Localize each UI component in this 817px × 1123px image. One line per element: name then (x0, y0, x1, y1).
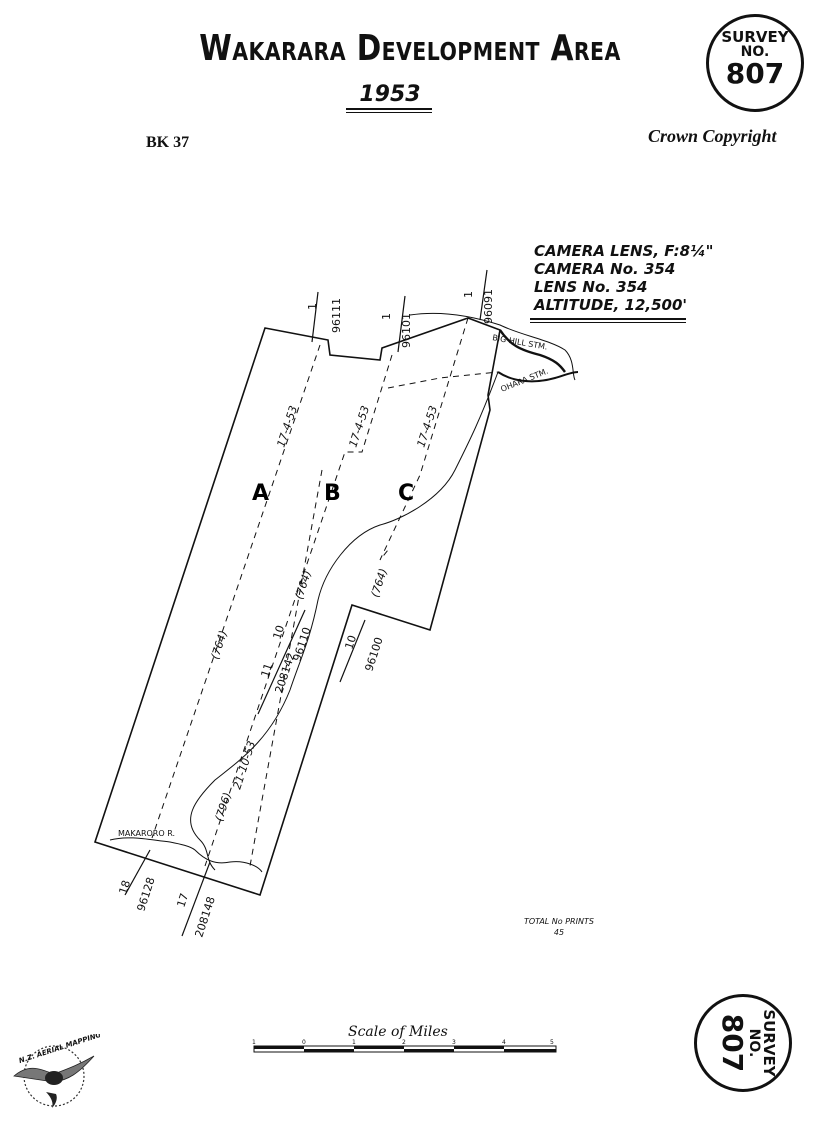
mid-tick-1 (257, 609, 306, 715)
strip-b-line (204, 354, 393, 867)
year-underline (346, 108, 432, 110)
river-makaroro (109, 837, 263, 873)
photo-ref-bot-2-b: 208148 (192, 895, 217, 939)
year-underline-thin (346, 112, 432, 113)
total-prints-value: 45 (553, 928, 565, 937)
photo-ref-bot-2-a: 17 (174, 892, 191, 909)
bot-tick-1 (124, 849, 151, 896)
river-big-hill (409, 312, 576, 381)
logo-wing-icon (13, 1055, 95, 1083)
strip-label-a: A (252, 481, 269, 506)
map-year: 1953 (359, 82, 421, 107)
strip-b2-date: 21-10-53 (230, 739, 258, 791)
book-reference: BK 37 (146, 134, 190, 151)
scale-bar-seg-5 (454, 1046, 504, 1049)
mid-tick-2 (339, 619, 366, 683)
strip-a-count: (764) (208, 629, 230, 661)
photo-ref-top-3-b: 96091 (482, 289, 495, 324)
photo-ref-bot-1-b: 96128 (134, 876, 157, 913)
camera-underline (530, 318, 686, 320)
scale-bar: 1 0 1 2 3 4 5 (252, 1039, 557, 1053)
seal-line1: SURVEY (721, 28, 789, 46)
scale-tick: 3 (452, 1039, 456, 1046)
logo-camera-icon (45, 1071, 63, 1085)
scale-tick: 5 (550, 1039, 554, 1046)
strip-a-date: 17-4-53 (274, 404, 300, 449)
photo-ref-bot-1-a: 18 (116, 879, 133, 896)
river-big-hill-shore (499, 329, 566, 373)
copyright-notice: Crown Copyright (648, 126, 777, 146)
scale-bar-seg-4 (404, 1049, 454, 1052)
bot-tick-2 (181, 861, 211, 937)
total-prints-label: TOTAL No PRINTS (524, 917, 594, 926)
photo-ref-mid-2-a: 11 (258, 662, 275, 679)
camera-info: CAMERA LENS, F:8¼" CAMERA No. 354 LENS N… (534, 242, 713, 314)
strip-b2-count: (796) (212, 791, 234, 823)
strip-link (387, 371, 499, 389)
strip-b2-line (249, 469, 323, 867)
scale-tick: 4 (502, 1039, 506, 1046)
photo-ref-top-1-b: 96111 (330, 298, 343, 333)
lens-number: LENS No. 354 (534, 278, 648, 296)
strip-label-c: C (398, 481, 414, 506)
altitude: ALTITUDE, 12,500' (534, 296, 688, 314)
scale-bar-seg-6 (504, 1049, 556, 1052)
camera-lens: CAMERA LENS, F:8¼" (534, 242, 714, 260)
strip-c-count: (764) (368, 567, 390, 599)
scale-bar-seg-3 (354, 1046, 404, 1049)
river-ohara-mouth (497, 371, 579, 383)
scale-bar-seg-2 (304, 1049, 354, 1052)
photo-ref-top-1-a: 1 (306, 303, 319, 310)
strip-label-b: B (324, 481, 341, 506)
top-tick-3 (479, 269, 488, 321)
seal-line2: NO. (740, 44, 770, 60)
photo-ref-top-2-b: 96101 (400, 313, 413, 348)
seal-number: 807 (725, 57, 785, 90)
photo-ref-top-3-a: 1 (462, 291, 475, 298)
scale-tick: 1 (352, 1039, 356, 1046)
scale-tick: 1 (252, 1039, 256, 1046)
camera-underline-thin (530, 322, 686, 323)
scale-tick: 0 (302, 1039, 306, 1046)
top-tick-2 (397, 295, 406, 353)
strip-b-count: (764) (292, 569, 314, 601)
photo-ref-mid-3-b: 96100 (362, 636, 385, 673)
photo-ref-mid-1-a: 10 (270, 624, 287, 641)
river-label-makaroro: MAKARORO R. (118, 829, 175, 838)
scale-title: Scale of Miles (348, 1024, 448, 1040)
strip-a-line (151, 344, 321, 839)
photo-ref-mid-3-a: 10 (342, 634, 359, 651)
strip-b-date: 17-4-53 (346, 404, 372, 449)
survey-seal-top: SURVEY NO. 807 (706, 14, 804, 112)
map-title: Wakarara Development Area (199, 28, 621, 69)
aerial-mapping-logo: N.Z. AERIAL MAPPING LTD. (13, 1034, 100, 1108)
scale-tick: 2 (402, 1039, 406, 1046)
total-prints: TOTAL No PRINTS 45 (524, 916, 594, 938)
top-tick-1 (311, 291, 319, 343)
strip-c-date: 17-4-53 (414, 404, 440, 449)
river-ohara (190, 371, 499, 871)
scale-bar-seg-1 (254, 1046, 304, 1049)
photo-ref-top-2-a: 1 (380, 313, 393, 320)
area-boundary (93, 317, 501, 897)
camera-number: CAMERA No. 354 (534, 260, 676, 278)
logo-nz-map-icon (46, 1092, 57, 1108)
